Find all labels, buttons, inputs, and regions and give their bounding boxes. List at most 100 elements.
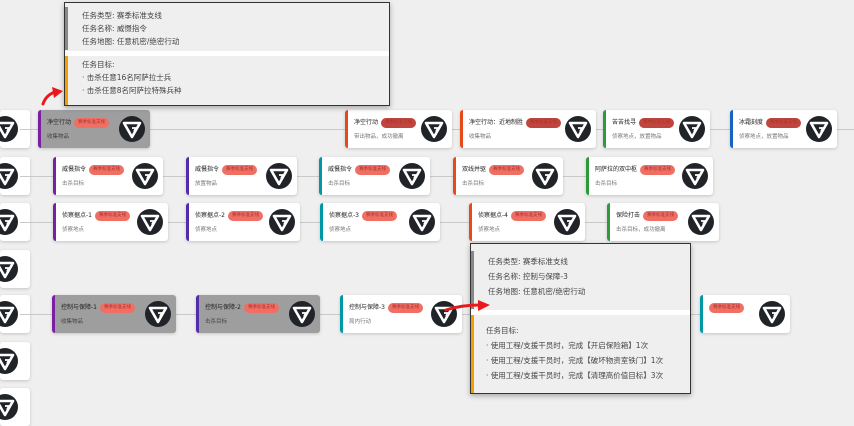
task-subtitle: 击杀目标，成功撤离 [616,227,666,233]
season-badge: 赛季标准支线 [222,165,257,175]
task-tooltip-weishe: 任务类型: 赛季标准支线 任务名称: 威慑指令 任务地图: 任意机密/绝密行动 … [64,2,390,106]
task-title: 侦察据点-1 [62,212,92,219]
season-badge: 赛季标准支线 [640,165,675,175]
task-subtitle: 击杀目标 [205,319,228,325]
task-title: 净空行动 [354,119,379,126]
triangle-g-logo-icon [565,116,591,142]
task-card[interactable]: 威慑指令击杀目标赛季标准支线 [319,157,430,195]
task-subtitle: 击杀目标 [462,181,485,187]
task-card[interactable]: 净空行动收集物品赛季标准支线 [38,110,150,148]
task-card-offscreen[interactable] [0,250,30,288]
triangle-g-logo-icon [688,209,714,235]
task-title: 苦苦找寻 [612,119,637,126]
task-card-offscreen[interactable] [0,295,30,333]
task-card-offscreen[interactable] [0,388,30,426]
triangle-g-logo-icon [421,116,447,142]
triangle-g-logo-icon [0,209,18,235]
season-badge: 赛季标准支线 [355,165,390,175]
season-badge: 赛季标准支线 [643,211,678,221]
task-map: 任务地图: 任意机密/绝密行动 [82,37,180,46]
task-title: 冰霜刻度 [739,119,764,126]
task-card-offscreen[interactable] [0,342,30,380]
task-card[interactable]: 苦苦找寻侦察地点，放置物品 赛季标准支线 [603,110,710,148]
task-subtitle: 击杀目标 [328,181,351,187]
triangle-g-logo-icon [0,256,18,282]
task-title: 双线并驱 [462,166,487,173]
task-goal: · 使用工程/支援干员时，完成【开启保险箱】1次 [486,341,649,350]
annotation-arrow-icon [444,300,490,312]
task-card[interactable]: 冰霜刻度侦察地点，放置物品赛季标准支线 [730,110,837,148]
task-title: 威慑指令 [328,166,353,173]
task-subtitle: 侦察地点 [195,227,218,233]
task-card[interactable]: 控制与保障-2 击杀目标 赛季标准支线 [196,295,320,333]
task-title: 威慑指令 [195,166,220,173]
task-card[interactable]: 控制与保障-1 收集物品 赛季标准支线 [52,295,176,333]
task-title: 净空行动 [47,119,72,126]
triangle-g-logo-icon [399,163,425,189]
triangle-g-logo-icon [682,163,708,189]
task-card[interactable]: 赛季标准支线 [700,295,790,333]
task-subtitle: 收集物品 [469,134,492,140]
task-card[interactable]: 保险打击击杀目标，成功撤离 赛季标准支线 [607,203,719,241]
task-title: 阿萨拉的双中枢 [595,166,638,173]
task-type: 任务类型: 赛季标准支线 [488,257,568,266]
triangle-g-logo-icon [0,116,18,142]
season-badge: 赛季标准支线 [709,303,744,313]
season-badge: 赛季标准支线 [95,211,130,221]
task-name: 任务名称: 威慑指令 [82,24,147,33]
season-badge: 赛季标准支线 [100,303,135,313]
task-title: 净空行动：近地制胜 [469,119,524,126]
triangle-g-logo-icon [145,301,171,327]
task-subtitle: 侦察地点 [478,227,501,233]
task-tooltip-kongzhi: 任务类型: 赛季标准支线 任务名称: 控制与保障-3 任务地图: 任意机密/绝密… [470,243,691,394]
triangle-g-logo-icon [137,209,163,235]
task-title: 控制与保障-1 [61,304,97,311]
task-card[interactable]: 威慑指令放置物品赛季标准支线 [186,157,297,195]
triangle-g-logo-icon [554,209,580,235]
task-goal-label: 任务目标: [82,60,115,69]
season-badge: 赛季标准支线 [362,211,397,221]
task-title: 威慑指令 [62,166,87,173]
triangle-g-logo-icon [759,301,785,327]
task-title: 保险打击 [616,212,641,219]
task-card[interactable]: 净空行动带出物品，成功撤离赛季标准支线 [345,110,452,148]
task-title: 控制与保障-3 [349,304,385,311]
season-badge: 赛季标准支线 [526,118,561,128]
triangle-g-logo-icon [431,301,457,327]
triangle-g-logo-icon [409,209,435,235]
task-subtitle: 收集物品 [47,134,70,140]
task-goal: · 击杀任意8名阿萨拉特殊兵种 [82,86,182,95]
triangle-g-logo-icon [0,301,18,327]
task-card[interactable]: 阿萨拉的双中枢击杀目标赛季标准支线 [586,157,713,195]
task-card-offscreen[interactable] [0,203,30,241]
season-badge: 赛季标准支线 [489,165,524,175]
triangle-g-logo-icon [269,209,295,235]
task-subtitle: 侦察地点 [62,227,85,233]
task-card[interactable]: 威慑指令击杀目标赛季标准支线 [53,157,163,195]
task-goal-label: 任务目标: [486,326,519,335]
task-card[interactable]: 侦察据点-1 侦察地点 赛季标准支线 [53,203,168,241]
task-title: 侦察据点-2 [195,212,225,219]
triangle-g-logo-icon [532,163,558,189]
season-badge: 赛季标准支线 [766,118,801,128]
season-badge: 赛季标准支线 [639,118,674,128]
task-title: 侦察据点-4 [478,212,508,219]
task-subtitle: 收集物品 [61,319,84,325]
triangle-g-logo-icon [0,163,18,189]
triangle-g-logo-icon [0,348,18,374]
season-badge: 赛季标准支线 [244,303,279,313]
task-card[interactable]: 双线并驱击杀目标赛季标准支线 [453,157,563,195]
annotation-arrow-icon [41,87,63,106]
task-type: 任务类型: 赛季标准支线 [82,11,162,20]
triangle-g-logo-icon [132,163,158,189]
task-goal: · 击杀任意16名阿萨拉士兵 [82,73,172,82]
task-card[interactable]: 净空行动：近地制胜收集物品 赛季标准支线 [460,110,596,148]
task-goal: · 使用工程/支援干员时，完成【破坏物资室铁门】1次 [486,356,664,365]
task-title: 控制与保障-2 [205,304,241,311]
task-subtitle: 侦察地点，放置物品 [612,134,662,140]
triangle-g-logo-icon [289,301,315,327]
